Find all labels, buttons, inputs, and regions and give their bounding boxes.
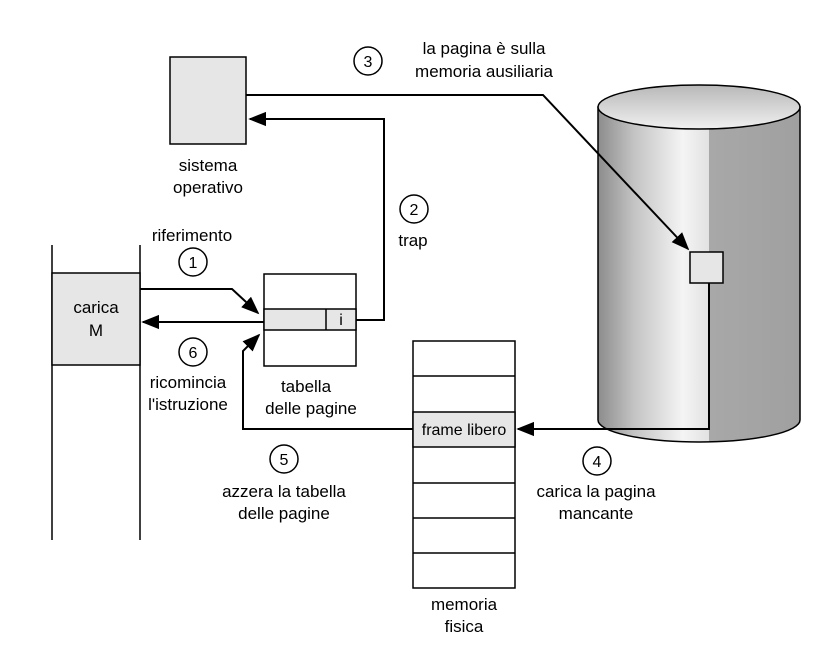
arrow-step4-load-page	[516, 283, 710, 437]
step2-circle	[399, 194, 429, 224]
arrow-step2-trap	[248, 111, 385, 321]
step5-circle	[269, 444, 299, 474]
operating-system-box	[169, 56, 247, 145]
step4-label-line1: carica la pagina	[536, 482, 656, 501]
step2-number: 2	[410, 202, 419, 219]
invalid-bit-label: i	[339, 312, 343, 329]
step1-number: 1	[189, 255, 198, 272]
os-label-line2: operativo	[173, 178, 243, 197]
step2-label: trap	[398, 231, 427, 250]
step4-number: 4	[593, 454, 602, 471]
step5-label-line2: delle pagine	[238, 504, 330, 523]
step3-label-line1: la pagina è sulla	[423, 39, 546, 58]
step6-label-line1: ricomincia	[150, 373, 227, 392]
step3-circle	[353, 46, 383, 76]
page-on-disk	[689, 251, 724, 284]
step3-number: 3	[364, 54, 373, 71]
arrow-step5-reset-table	[242, 333, 413, 430]
step4-label-line2: mancante	[559, 504, 634, 523]
step5-number: 5	[280, 452, 289, 469]
free-frame-label: frame libero	[422, 422, 507, 439]
step4-circle	[582, 446, 612, 476]
arrow-step1-reference	[140, 288, 260, 315]
step5-label-line1: azzera la tabella	[222, 482, 346, 501]
physical-memory-label-line2: fisica	[445, 617, 484, 636]
page-table-label-line2: delle pagine	[265, 399, 357, 418]
physical-memory-label-line1: memoria	[431, 595, 498, 614]
step6-number: 6	[189, 345, 198, 362]
program-instruction-line2: M	[89, 321, 103, 340]
load-instruction-box	[51, 272, 141, 366]
os-label-line1: sistema	[179, 156, 238, 175]
step1-label: riferimento	[152, 226, 232, 245]
step1-circle	[178, 247, 208, 277]
step6-circle	[178, 337, 208, 367]
step3-label-line2: memoria ausiliaria	[415, 62, 553, 81]
physical-memory	[412, 340, 516, 589]
arrow-step3-locate-page	[246, 94, 690, 251]
program-instruction-line1: carica	[73, 298, 119, 317]
step6-label-line2: l'istruzione	[148, 395, 228, 414]
page-table-label-line1: tabella	[281, 377, 332, 396]
